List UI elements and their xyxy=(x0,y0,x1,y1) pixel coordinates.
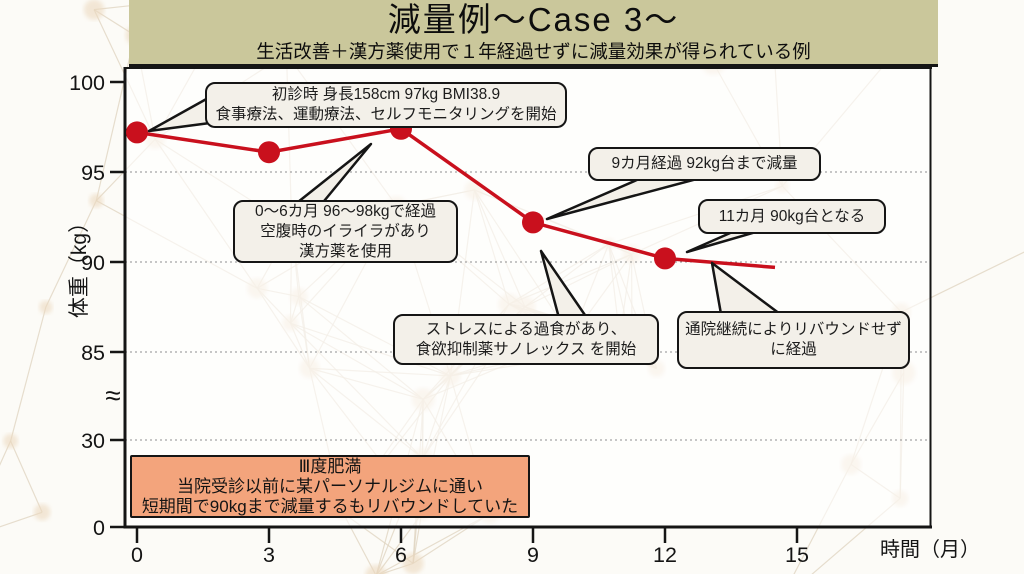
x-tick-label: 6 xyxy=(395,543,407,567)
callout-initial-visit: 初診時 身長158cm 97kg BMI38.9 食事療法、運動療法、セルフモニ… xyxy=(205,82,567,128)
slide-title: 減量例～Case 3～ xyxy=(387,1,680,38)
callout-months-0-6: 0～6カ月 96～98kgで経過 空腹時のイライラがあり 漢方薬を使用 xyxy=(233,200,458,263)
callout-line: 食欲抑制薬サノレックス を開始 xyxy=(415,340,637,358)
history-note-box: Ⅲ度肥満 当院受診以前に某パーソナルジムに通い 短期間で90kgまで減量するもリ… xyxy=(130,455,530,518)
weight-line xyxy=(136,126,776,270)
y-tick-label: 90 xyxy=(81,251,105,275)
slide-subtitle: 生活改善＋漢方薬使用で１年経過せずに減量効果が得られている例 xyxy=(256,41,811,62)
callout-line: 初診時 身長158cm 97kg BMI38.9 xyxy=(271,86,501,103)
data-point-month-9 xyxy=(522,211,544,234)
callout-line: 空腹時のイライラがあり xyxy=(260,222,431,240)
data-point-month-3 xyxy=(258,141,280,164)
y-tick-label: 0 xyxy=(93,516,105,540)
callout-line: に経過 xyxy=(770,341,817,358)
y-axis-break-icon: ≈ xyxy=(105,380,120,411)
y-axis-label: 体重（kg） xyxy=(68,211,91,319)
weight-series xyxy=(126,117,776,270)
y-tick-label: 30 xyxy=(81,429,105,453)
x-tick-label: 3 xyxy=(263,543,275,567)
callout-line: 11カ月 90kg台となる xyxy=(718,207,866,225)
note-line: 短期間で90kgまで減量するもリバウンドしていた xyxy=(141,496,519,516)
callout-line: 9カ月経過 92kg台まで減量 xyxy=(611,155,798,172)
axis-tick-labels: 100 95 90 85 30 0 0 3 6 9 12 15 ≈ xyxy=(69,71,809,567)
data-point-month-12 xyxy=(654,247,676,270)
note-line: 当院受診以前に某パーソナルジムに通い xyxy=(177,476,483,496)
callout-line: 0～6カ月 96～98kgで経過 xyxy=(255,202,436,220)
x-tick-label: 15 xyxy=(785,543,809,567)
x-tick-label: 9 xyxy=(527,543,539,567)
callout-month-11: 11カ月 90kg台となる xyxy=(698,199,886,234)
callout-line: 通院継続によりリバウンドせず xyxy=(685,321,902,338)
x-tick-label: 0 xyxy=(131,543,143,567)
plot-area xyxy=(126,69,931,526)
callout-line: 食事療法、運動療法、セルフモニタリングを開始 xyxy=(215,106,557,123)
y-tick-label: 100 xyxy=(69,71,105,95)
callout-line: ストレスによる過食があり、 xyxy=(425,320,627,338)
x-axis-label: 時間（月） xyxy=(880,539,980,561)
callout-follow-up: 通院継続によりリバウンドせず に経過 xyxy=(677,311,910,369)
y-tick-label: 95 xyxy=(81,161,105,185)
slide-header: 減量例～Case 3～ 生活改善＋漢方薬使用で１年経過せずに減量効果が得られてい… xyxy=(129,0,938,67)
callout-line: 漢方薬を使用 xyxy=(298,242,392,260)
data-point-month-0 xyxy=(126,121,148,144)
note-line: Ⅲ度肥満 xyxy=(298,456,362,476)
axis-ticks xyxy=(110,80,799,543)
callout-month-9: 9カ月経過 92kg台まで減量 xyxy=(588,147,821,181)
callout-stress: ストレスによる過食があり、 食欲抑制薬サノレックス を開始 xyxy=(393,314,659,365)
x-tick-label: 12 xyxy=(653,543,677,567)
y-tick-label: 85 xyxy=(81,341,105,365)
